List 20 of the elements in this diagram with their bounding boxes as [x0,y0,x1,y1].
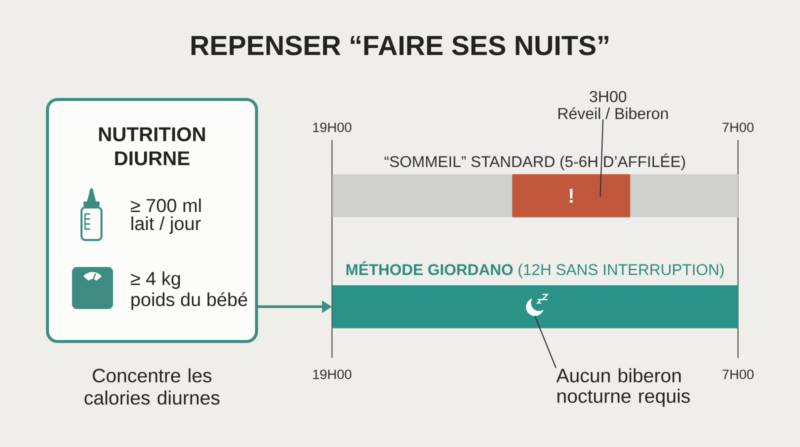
leader-line [534,316,556,368]
bar-heading: “SOMMEIL” STANDARD (5-6H D’AFFILÉE) [384,154,685,170]
stat-text: ≥ 700 ml [130,198,201,212]
callout-text: Aucun biberon nocturne requis [556,368,690,407]
callout-text: 3H00 [590,90,626,102]
stat-text: lait / jour [132,216,201,234]
time-label: 19H00 [313,122,352,132]
time-label: 7H00 [722,370,754,380]
title: REPENSER “FAIRE SES NUITS” [192,36,608,56]
caption-text: Concentre les calories diurnes [84,368,220,405]
callout-text: Réveil / Biberon [558,107,668,120]
stat-text: ≥ 4 kg [130,271,180,289]
alert-segment: ! [512,174,630,218]
leader-line [600,119,604,197]
time-label: 19H00 [313,370,352,380]
moon-icon [526,294,549,316]
bar-heading: MÉTHODE GIORDANO (12H SANS INTERRUPTION) [346,261,724,278]
time-label: 7H00 [722,122,754,132]
card-heading: NUTRITION DIURNE [99,127,205,166]
stat-text: poids du bébé [131,292,248,310]
